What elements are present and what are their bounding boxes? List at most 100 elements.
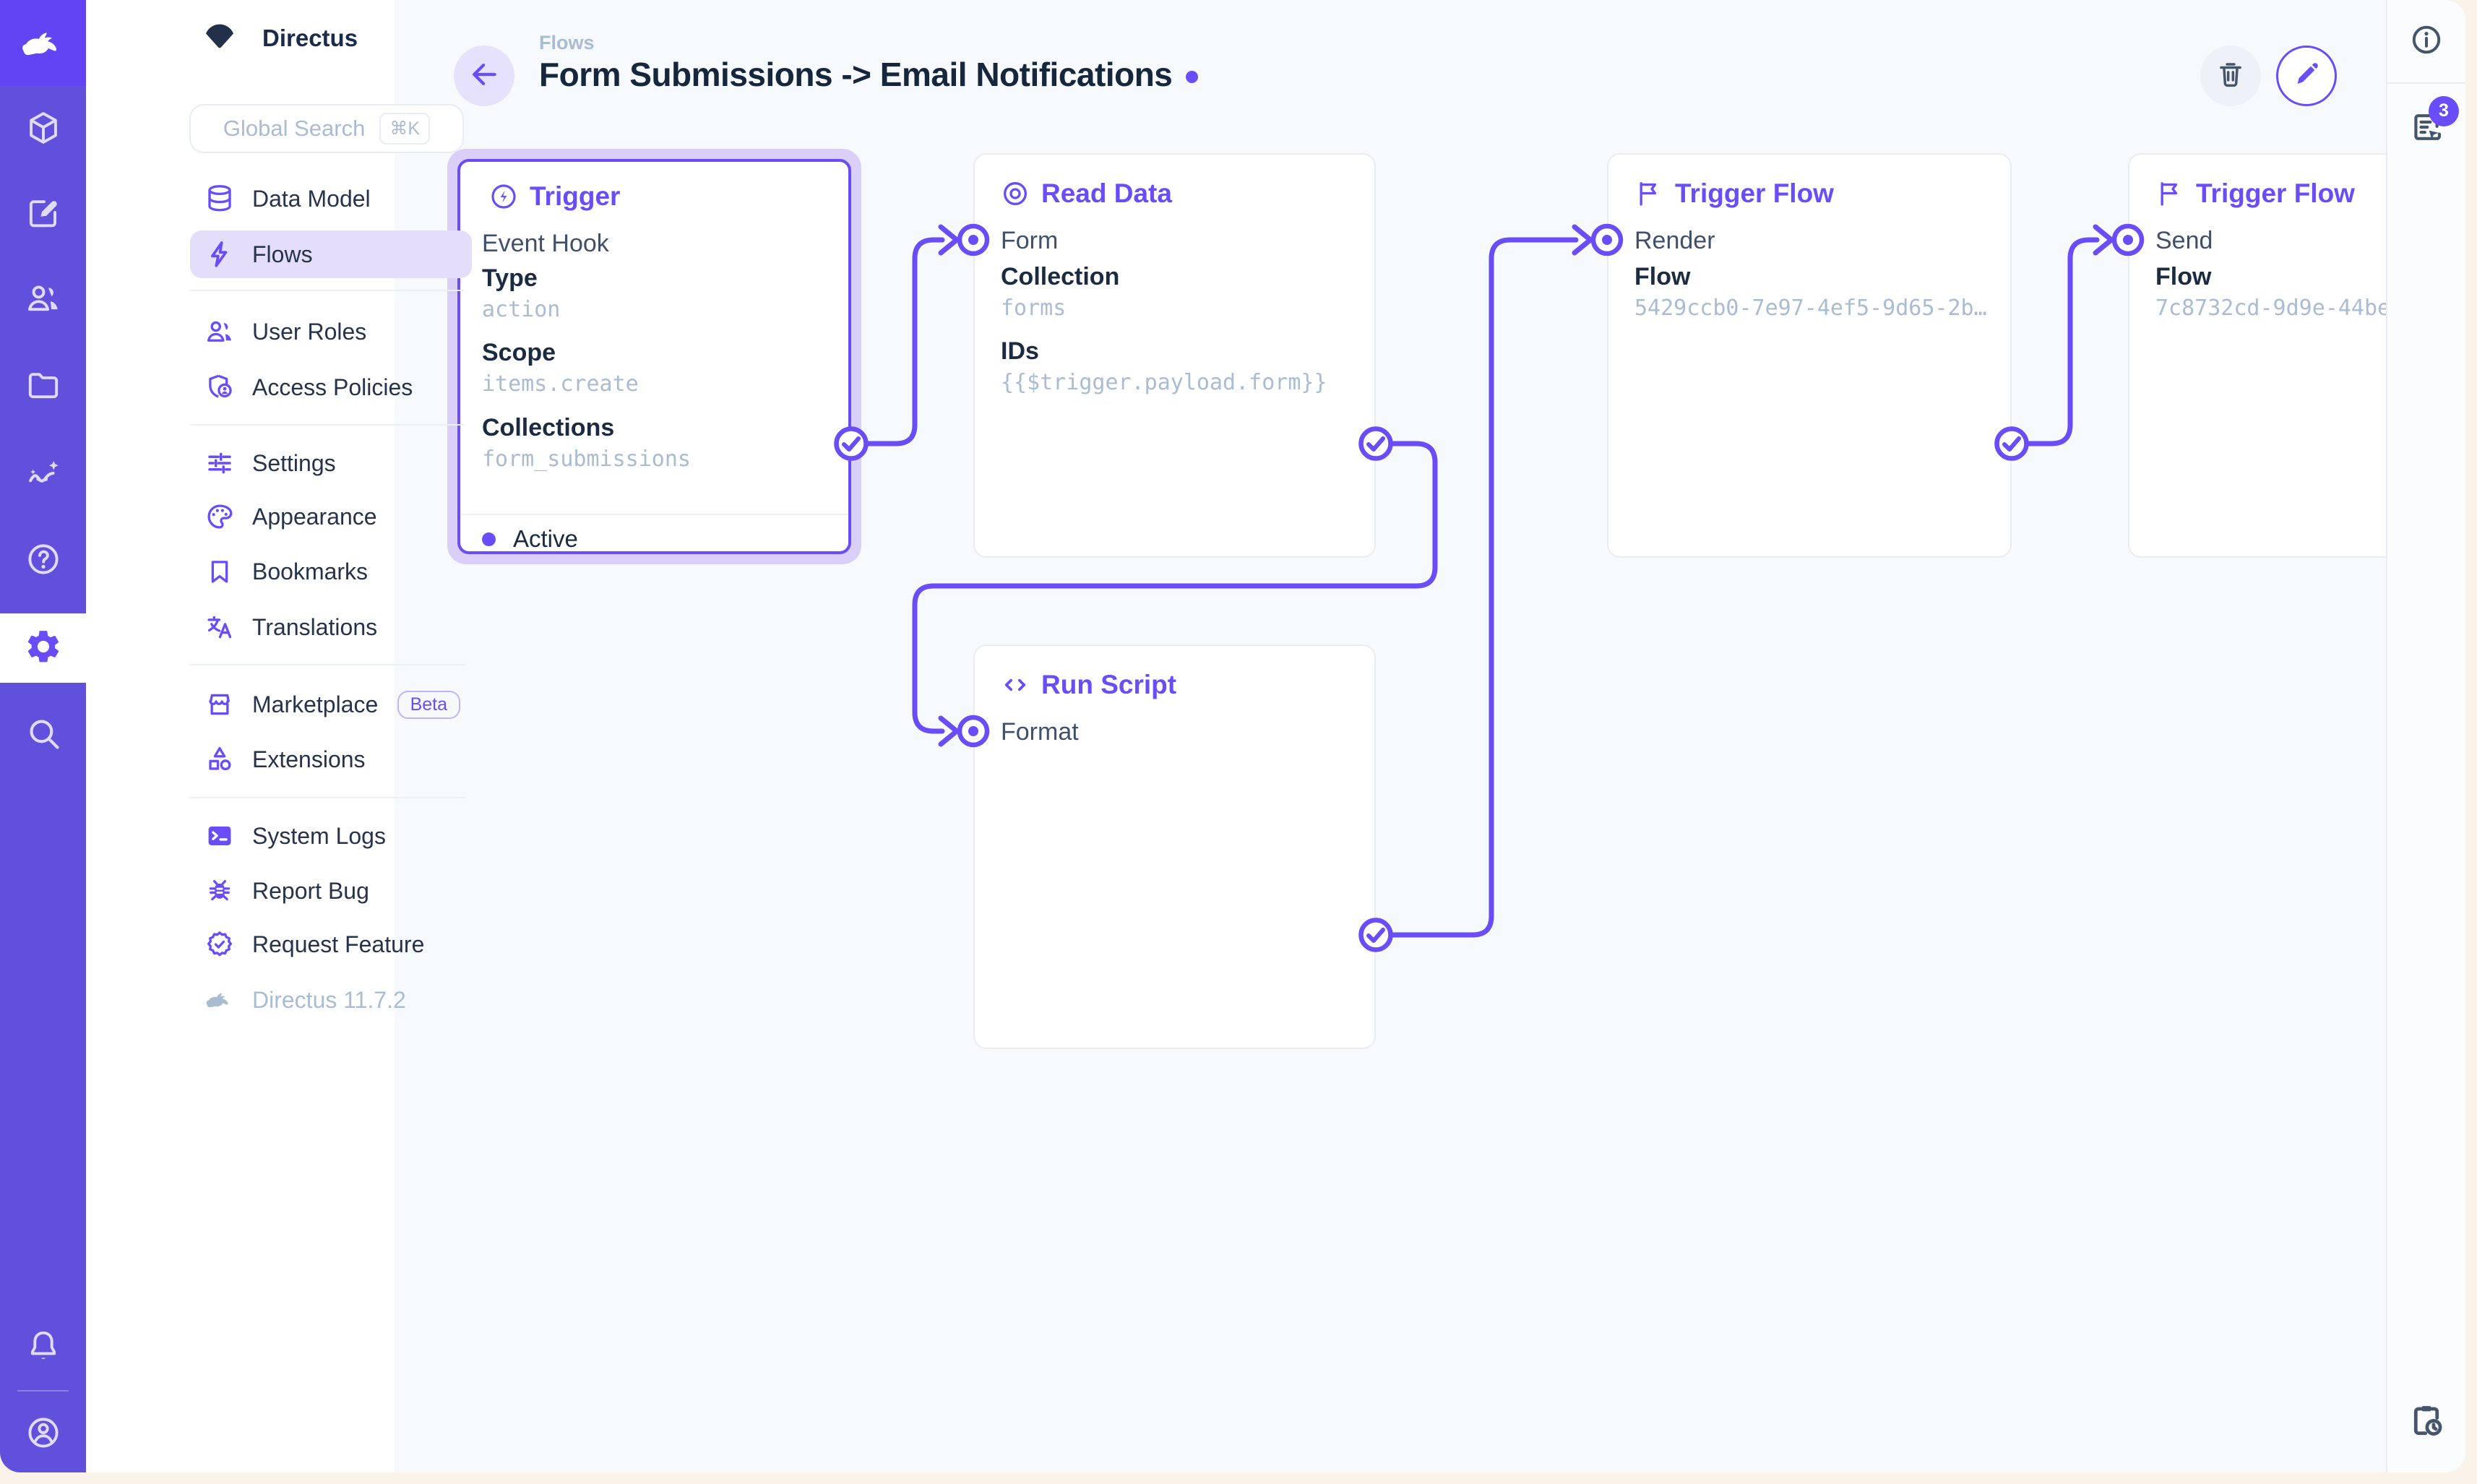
feature-badge-icon xyxy=(204,929,235,959)
translate-icon xyxy=(204,612,235,642)
storefront-icon xyxy=(204,689,235,720)
project-name: Directus xyxy=(262,24,358,51)
divider xyxy=(190,664,465,665)
clipboard-clock-icon xyxy=(2408,1402,2445,1443)
divider xyxy=(460,514,848,515)
module-search[interactable] xyxy=(0,697,86,772)
module-files[interactable] xyxy=(0,350,86,425)
module-content[interactable] xyxy=(0,92,86,167)
user-avatar-icon xyxy=(25,1414,62,1455)
field-label: Type xyxy=(482,264,538,292)
pencil-icon xyxy=(2292,60,2321,92)
field-value: {{$trigger.payload.form}} xyxy=(1001,370,1327,395)
delete-flow-button[interactable] xyxy=(2200,46,2261,106)
bug-icon xyxy=(204,876,235,906)
divider xyxy=(190,797,465,798)
divider xyxy=(190,424,465,426)
tune-icon xyxy=(204,448,235,478)
bell-icon xyxy=(25,1327,62,1368)
divider xyxy=(17,1390,69,1392)
bolt-circle-icon xyxy=(489,182,518,211)
field-label: Flow xyxy=(1634,263,1691,290)
beta-badge: Beta xyxy=(397,690,460,719)
keyboard-shortcut-badge: ⌘K xyxy=(379,113,431,144)
users-icon xyxy=(25,280,62,321)
info-sidebar-button[interactable] xyxy=(2387,0,2465,84)
settings-gear-icon xyxy=(24,627,63,670)
help-icon xyxy=(25,540,62,582)
sidebar-item-report-bug[interactable]: Report Bug xyxy=(190,867,472,915)
field-value: 7c8732cd-9d9e-44be xyxy=(2155,295,2391,321)
version-label: Directus 11.7.2 xyxy=(252,986,406,1013)
sidebar-item-appearance[interactable]: Appearance xyxy=(190,493,472,540)
edit-flow-button[interactable] xyxy=(2276,46,2337,106)
flag-icon xyxy=(1634,179,1663,208)
sidebar-item-translations[interactable]: Translations xyxy=(190,603,472,651)
sidebar-item-marketplace[interactable]: Marketplace Beta xyxy=(190,681,472,728)
project-logo-icon xyxy=(202,23,238,53)
node-name: Format xyxy=(1001,718,1079,746)
field-value: form_submissions xyxy=(482,447,691,472)
field-label: Collections xyxy=(482,414,615,441)
sidebar-item-bookmarks[interactable]: Bookmarks xyxy=(190,548,472,595)
right-sidebar: 3 xyxy=(2386,0,2465,1472)
logs-sidebar-button[interactable]: 3 xyxy=(2387,85,2465,172)
page-title: Form Submissions -> Email Notifications xyxy=(539,56,1173,93)
bookmark-icon xyxy=(204,556,235,587)
search-icon xyxy=(25,715,62,756)
user-menu-button[interactable] xyxy=(0,1397,86,1472)
sidebar-item-system-logs[interactable]: System Logs xyxy=(190,812,472,860)
notifications-button[interactable] xyxy=(0,1310,86,1385)
breadcrumb[interactable]: Flows xyxy=(539,32,595,53)
field-label: Collection xyxy=(1001,263,1120,290)
sidebar-item-request-feature[interactable]: Request Feature xyxy=(190,920,472,968)
sidebar-item-data-model[interactable]: Data Model xyxy=(190,175,472,223)
sidebar-item-flows[interactable]: Flows xyxy=(190,230,472,278)
flow-node-read-data[interactable]: Read Data Form Collection forms IDs {{$t… xyxy=(973,153,1376,558)
insights-icon xyxy=(25,454,62,495)
global-search-input[interactable]: Global Search ⌘K xyxy=(189,104,464,153)
user-roles-icon xyxy=(204,316,235,347)
flow-node-trigger-flow-render[interactable]: Trigger Flow Render Flow 5429ccb0-7e97-4… xyxy=(1607,153,2012,558)
folder-icon xyxy=(25,367,62,408)
bolt-icon xyxy=(204,239,235,269)
node-title: Trigger Flow xyxy=(2196,178,2355,208)
node-name: Render xyxy=(1634,227,1715,254)
flow-node-run-script[interactable]: Run Script Format xyxy=(973,644,1376,1049)
sidebar-item-extensions[interactable]: Extensions xyxy=(190,735,472,783)
notices-icon: 3 xyxy=(2408,95,2459,149)
trash-icon xyxy=(2215,59,2246,93)
status-badge: Active xyxy=(513,525,578,552)
sidebar-item-user-roles[interactable]: User Roles xyxy=(190,308,472,355)
field-value: forms xyxy=(1001,295,1067,321)
box-icon xyxy=(25,109,62,150)
module-help[interactable] xyxy=(0,523,86,598)
sidebar-item-access-policies[interactable]: Access Policies xyxy=(190,363,472,411)
terminal-icon xyxy=(204,821,235,851)
palette-icon xyxy=(204,501,235,532)
module-settings-active[interactable] xyxy=(0,613,86,683)
eye-icon xyxy=(1001,179,1030,208)
back-button[interactable] xyxy=(454,46,514,106)
flow-node-trigger[interactable]: Trigger Event Hook Type action Scope ite… xyxy=(457,159,851,554)
module-users[interactable] xyxy=(0,262,86,337)
node-title: Trigger Flow xyxy=(1675,178,1834,208)
module-editor[interactable] xyxy=(0,177,86,252)
node-title: Read Data xyxy=(1041,178,1172,208)
info-icon xyxy=(2409,22,2444,61)
node-name: Form xyxy=(1001,227,1059,254)
node-name: Send xyxy=(2155,227,2213,254)
version-label-row: Directus 11.7.2 xyxy=(190,976,472,1024)
extension-icon xyxy=(204,744,235,775)
directus-logo[interactable] xyxy=(0,0,86,86)
database-icon xyxy=(204,184,235,214)
notices-count-badge: 3 xyxy=(2429,95,2459,126)
sidebar-item-settings[interactable]: Settings xyxy=(190,439,472,487)
status-dot xyxy=(482,532,496,546)
module-insights[interactable] xyxy=(0,436,86,512)
node-name: Event Hook xyxy=(482,230,609,257)
project-header[interactable]: Directus xyxy=(202,23,358,53)
scheduled-tasks-button[interactable] xyxy=(2387,1393,2465,1451)
field-value: items.create xyxy=(482,371,639,397)
